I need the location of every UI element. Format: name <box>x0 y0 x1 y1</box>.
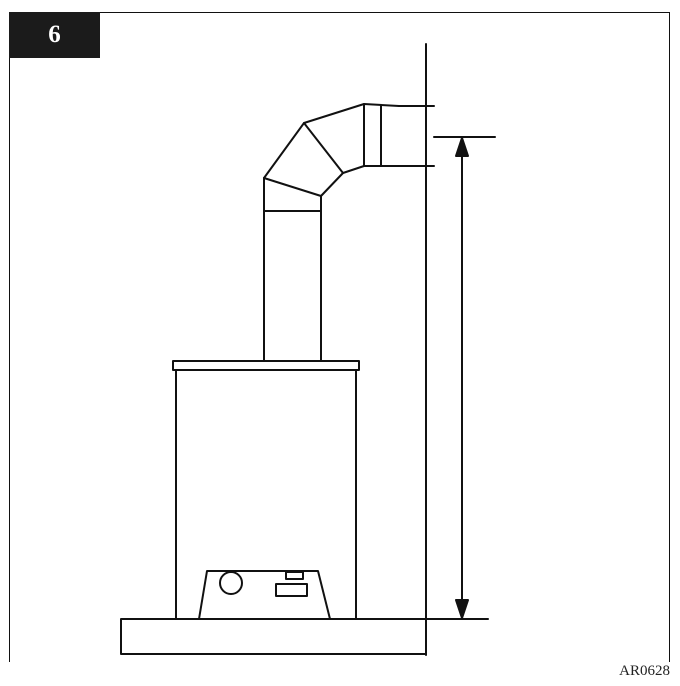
control-label-lower <box>275 583 308 597</box>
stove-top-plate <box>172 360 360 371</box>
control-label-upper <box>285 571 304 580</box>
figure-number-badge: 6 <box>9 12 100 58</box>
arrowhead-up-icon <box>455 137 469 157</box>
wall-thimble <box>398 105 435 167</box>
vent-pipe-elbow <box>263 103 427 197</box>
figure-reference-code: AR0628 <box>619 663 670 679</box>
height-dimension-arrow <box>425 136 496 620</box>
hearth-pad <box>120 618 427 655</box>
arrowhead-down-icon <box>455 599 469 619</box>
vent-pipe-vertical <box>263 177 322 362</box>
stove-control-panel <box>198 570 331 620</box>
control-knob-icon <box>219 571 243 595</box>
stove-body <box>172 360 360 620</box>
figure-frame <box>9 12 670 662</box>
